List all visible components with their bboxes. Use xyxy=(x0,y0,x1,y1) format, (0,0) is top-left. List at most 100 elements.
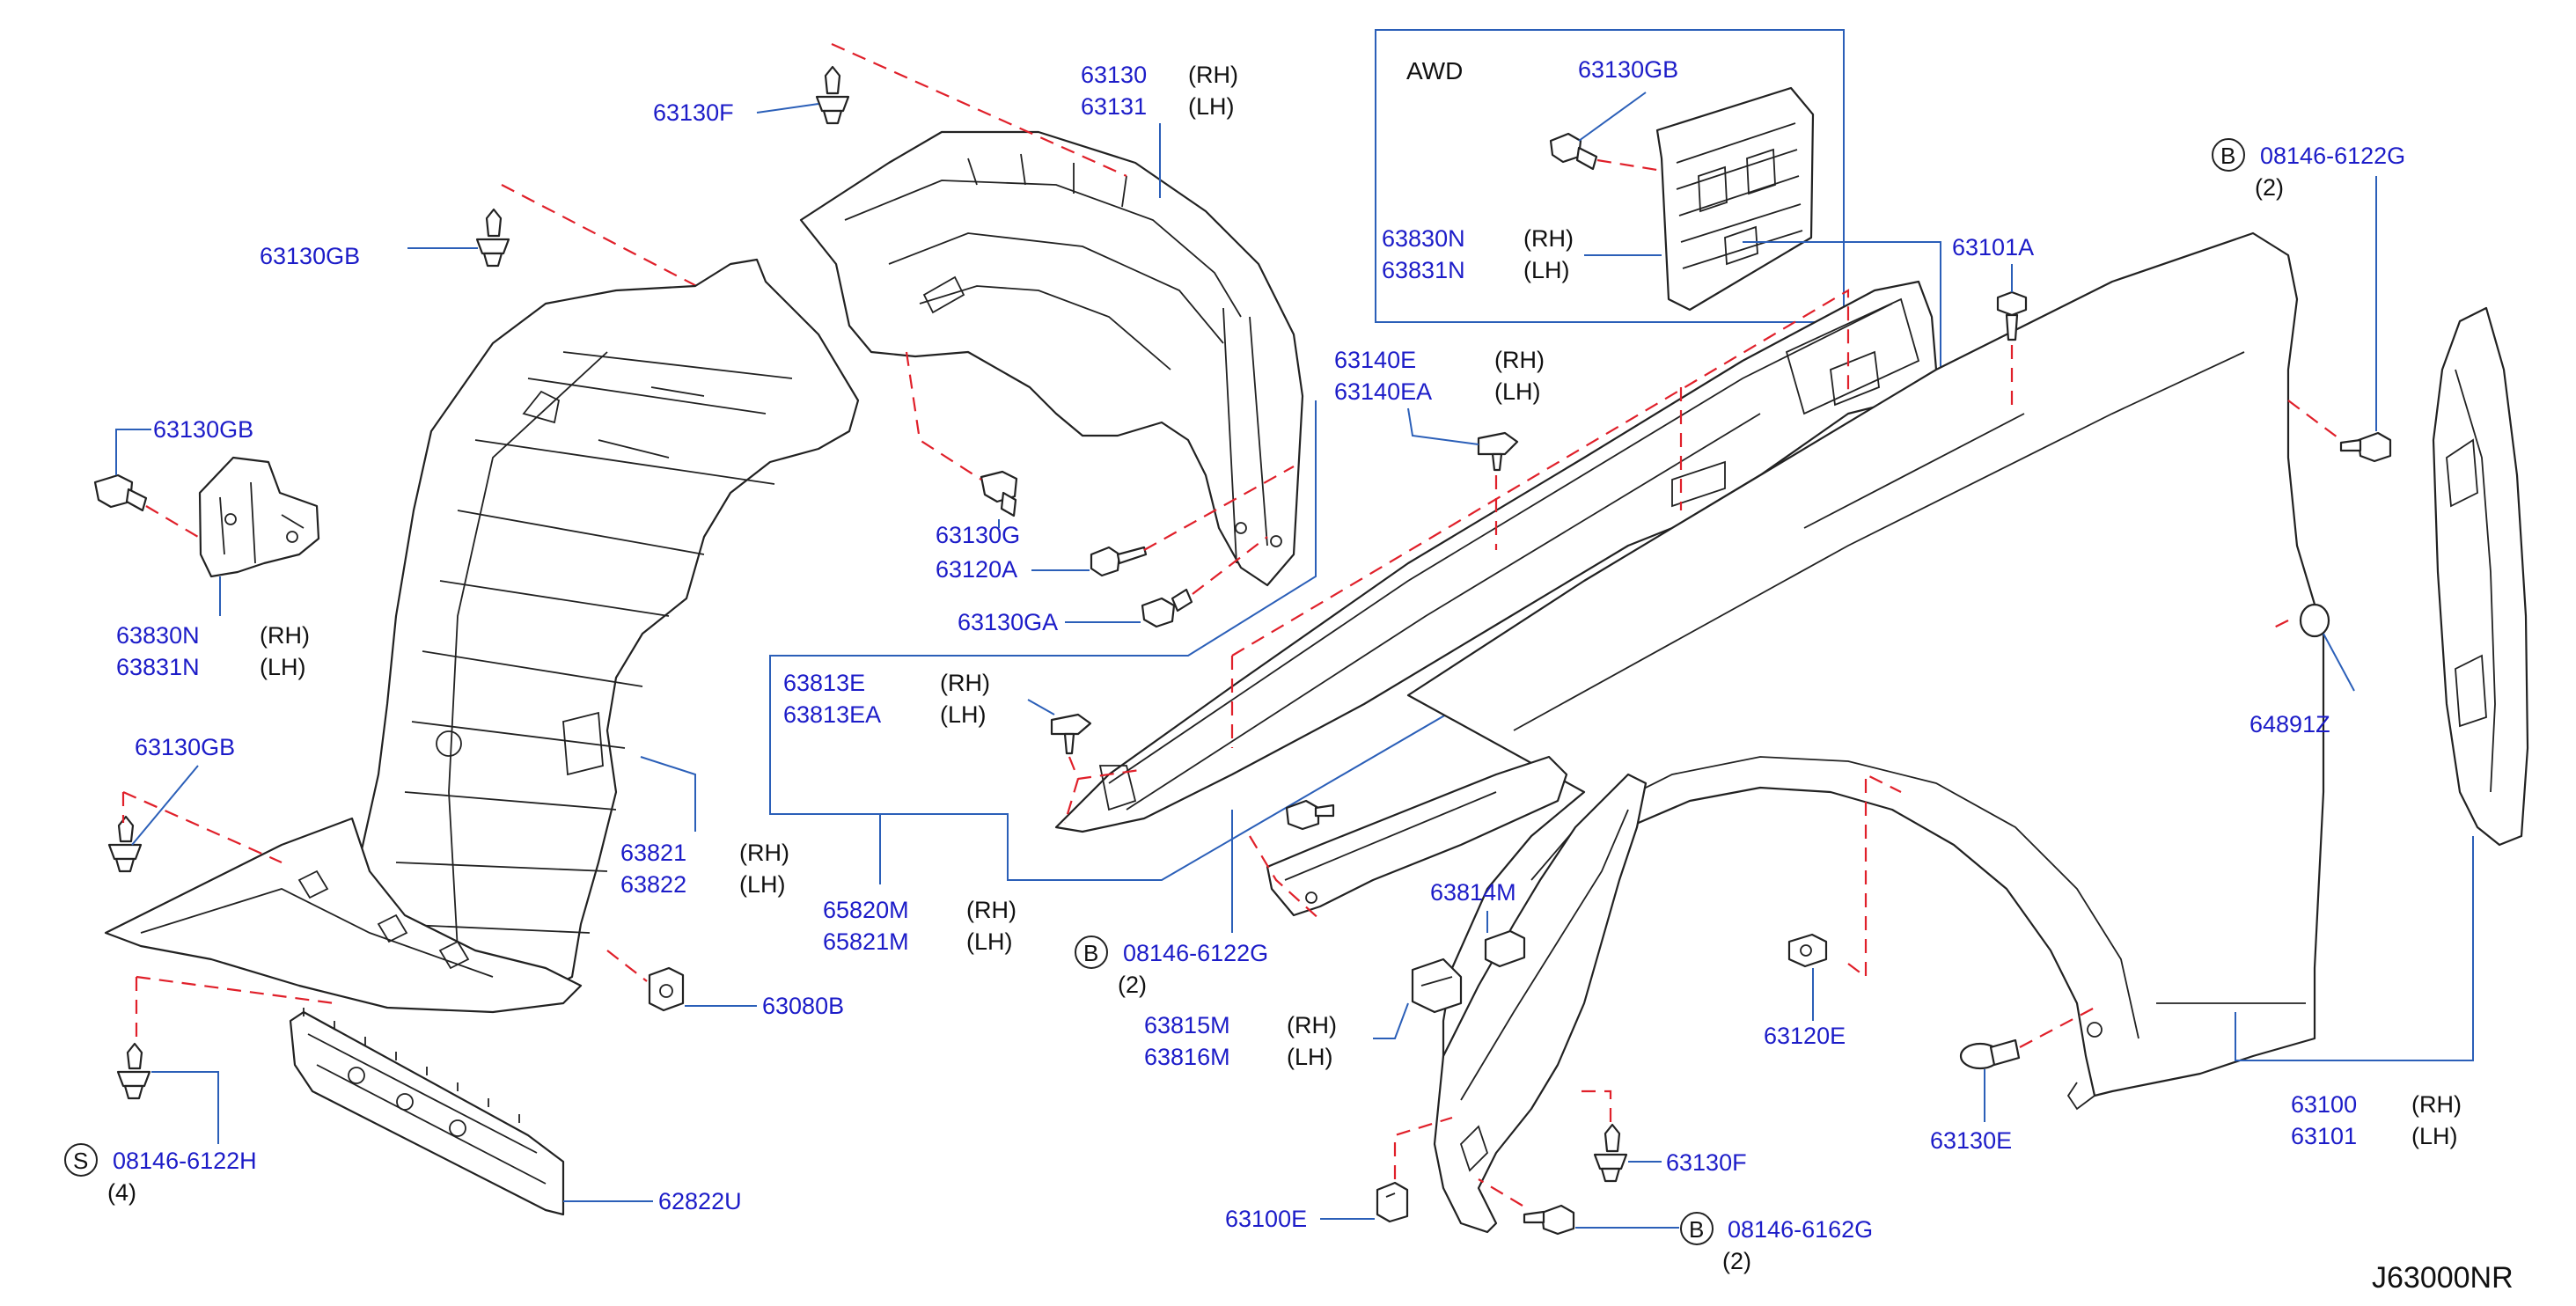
dash-b-mid xyxy=(1249,835,1321,921)
awd-header: AWD xyxy=(1406,57,1463,84)
deflector-62822u-icon xyxy=(289,1008,565,1216)
clip-63130f-icon xyxy=(815,65,850,125)
part-63130gb-2[interactable]: 63130GB xyxy=(153,416,253,443)
part-63100e[interactable]: 63100E xyxy=(1225,1206,1307,1232)
part-65820m[interactable]: 65820M xyxy=(823,897,909,923)
part-63131[interactable]: 63131 xyxy=(1081,93,1147,120)
lead-63815m xyxy=(1373,1002,1409,1039)
bolt-b-bot-icon xyxy=(1523,1204,1575,1236)
awd-part-63831n[interactable]: 63831N xyxy=(1382,257,1465,283)
part-63831n[interactable]: 63831N xyxy=(116,654,200,680)
part-63101a[interactable]: 63101A xyxy=(1952,234,2034,260)
part-63101[interactable]: 63101 xyxy=(2291,1123,2357,1149)
dash-63080b xyxy=(606,950,648,982)
splash-guard-icon xyxy=(1433,773,1648,1234)
side-lh-63831n: (LH) xyxy=(260,654,306,680)
part-08146-6122h[interactable]: 08146-6122H xyxy=(113,1148,257,1174)
part-63130f-top[interactable]: 63130F xyxy=(653,99,734,126)
clip-63130gb-3-icon xyxy=(107,815,143,873)
part-63140ea[interactable]: 63140EA xyxy=(1334,378,1432,405)
dash-63130gb-1 xyxy=(501,184,731,304)
awd-side-rh: (RH) xyxy=(1523,225,1574,252)
plug-64891z-icon xyxy=(2299,603,2330,638)
circle-b-top xyxy=(2212,138,2245,172)
part-63822[interactable]: 63822 xyxy=(620,871,686,898)
part-63130gb-1[interactable]: 63130GB xyxy=(260,243,360,269)
lead-63130f-top xyxy=(756,103,819,114)
side-lh-63131: (LH) xyxy=(1188,93,1235,120)
awd-bracket-icon xyxy=(1655,86,1815,312)
part-08146-6162g[interactable]: 08146-6162G xyxy=(1728,1216,1873,1243)
side-rh-63815m: (RH) xyxy=(1287,1012,1337,1038)
bolt-b-mid-icon xyxy=(1285,799,1335,831)
side-lh-63813ea: (LH) xyxy=(940,701,987,728)
side-rh-63821: (RH) xyxy=(739,840,789,866)
part-65821m[interactable]: 65821M xyxy=(823,928,909,955)
dash-63130gb-2 xyxy=(145,505,199,538)
circle-s-letter: S xyxy=(73,1148,88,1174)
side-lh-65821m: (LH) xyxy=(966,928,1013,955)
dash-s-bolt xyxy=(135,975,335,1043)
part-63813ea[interactable]: 63813EA xyxy=(783,701,881,728)
part-63080b[interactable]: 63080B xyxy=(762,993,844,1019)
part-63140e[interactable]: 63140E xyxy=(1334,347,1416,373)
part-63813e[interactable]: 63813E xyxy=(783,670,865,696)
part-63130ga[interactable]: 63130GA xyxy=(958,609,1058,635)
part-63814m[interactable]: 63814M xyxy=(1430,879,1516,906)
clip-63130gb-1-icon xyxy=(475,208,510,268)
dash-63130e xyxy=(2019,1007,2095,1048)
side-rh-63830n: (RH) xyxy=(260,622,310,649)
awd-clip-icon xyxy=(1549,132,1598,171)
lead-63821 xyxy=(640,756,696,832)
awd-detail-box: AWD 63130GB 63830N (RH) 63831N (LH) xyxy=(1375,29,1845,323)
part-63821[interactable]: 63821 xyxy=(620,840,686,866)
part-63120e[interactable]: 63120E xyxy=(1764,1023,1846,1049)
part-64891z[interactable]: 64891Z xyxy=(2249,711,2330,737)
part-62822u[interactable]: 62822U xyxy=(658,1188,742,1214)
awd-part-63130gb[interactable]: 63130GB xyxy=(1578,56,1678,83)
clip-63130ga-icon xyxy=(1141,588,1193,628)
lead-63140e xyxy=(1407,407,1479,445)
bracket-63815m-icon xyxy=(1411,957,1463,1014)
clip-63130e-icon xyxy=(1959,1038,2021,1070)
bolt-b-top-icon xyxy=(2339,431,2392,463)
part-63100[interactable]: 63100 xyxy=(2291,1091,2357,1118)
qty-bot-b: (2) xyxy=(1722,1248,1751,1274)
screw-63120a-icon xyxy=(1090,546,1148,577)
circle-b-bot xyxy=(1680,1212,1714,1245)
dash-63130f-bot xyxy=(1575,1090,1612,1122)
awd-lead-1 xyxy=(1578,92,1647,142)
part-63815m[interactable]: 63815M xyxy=(1144,1012,1230,1038)
part-63130gb-3[interactable]: 63130GB xyxy=(135,734,235,760)
clip-63814m-icon xyxy=(1484,929,1526,968)
nut-63120e-icon xyxy=(1787,933,1828,968)
lead-63813e xyxy=(1027,699,1055,715)
side-rh-63100: (RH) xyxy=(2411,1091,2462,1118)
bolt-s-icon xyxy=(116,1042,151,1100)
part-63130e[interactable]: 63130E xyxy=(1930,1127,2012,1154)
awd-part-63830n[interactable]: 63830N xyxy=(1382,225,1465,252)
dash-63130f xyxy=(831,42,1127,178)
front-liner-upper-icon xyxy=(799,130,1304,587)
part-63130g[interactable]: 63130G xyxy=(936,522,1020,548)
part-63130[interactable]: 63130 xyxy=(1081,62,1147,88)
dash-63130gb-3 xyxy=(121,790,283,864)
lead-64891z xyxy=(2323,633,2355,692)
clip-63100e-icon xyxy=(1376,1181,1409,1223)
clip-63130g-icon xyxy=(980,470,1018,517)
circle-b-mid-letter: B xyxy=(1083,940,1098,966)
part-63120a[interactable]: 63120A xyxy=(936,556,1017,583)
dash-63130ga xyxy=(1192,536,1268,595)
side-lh-63822: (LH) xyxy=(739,871,786,898)
fender-side-panel-icon xyxy=(2432,306,2529,847)
under-cover-icon xyxy=(104,817,583,1014)
part-08146-6122g-top[interactable]: 08146-6122G xyxy=(2260,143,2405,169)
part-63830n[interactable]: 63830N xyxy=(116,622,200,649)
side-rh-63140e: (RH) xyxy=(1494,347,1545,373)
part-63816m[interactable]: 63816M xyxy=(1144,1044,1230,1070)
part-63130f-bot[interactable]: 63130F xyxy=(1666,1149,1747,1176)
part-08146-6122g-mid[interactable]: 08146-6122G xyxy=(1123,940,1268,966)
bolt-63101a-icon xyxy=(1996,290,2028,341)
dash-hood-ledge xyxy=(1230,289,1850,748)
